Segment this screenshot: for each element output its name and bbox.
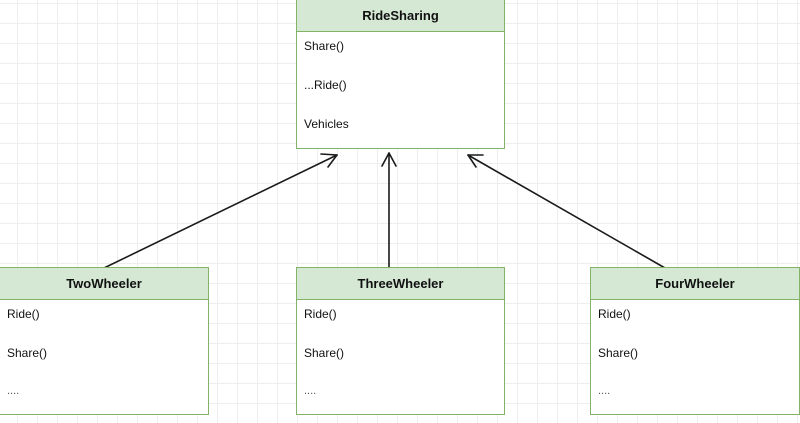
class-member: Share() xyxy=(7,346,48,360)
class-member: Ride() xyxy=(304,307,337,321)
class-title: FourWheeler xyxy=(591,268,799,300)
class-member: Share() xyxy=(304,346,345,360)
class-member: .... xyxy=(598,385,611,397)
class-title: RideSharing xyxy=(297,0,504,32)
class-ridesharing[interactable]: RideSharing Share() ...Ride() Vehicles xyxy=(296,0,505,149)
class-fourwheeler[interactable]: FourWheeler Ride() Share() .... xyxy=(590,267,800,415)
arrow-fourwheeler-to-ridesharing xyxy=(467,154,666,269)
class-threewheeler[interactable]: ThreeWheeler Ride() Share() .... xyxy=(296,267,505,415)
arrow-threewheeler-to-ridesharing xyxy=(381,152,397,269)
class-member: .... xyxy=(7,385,20,397)
class-member: Share() xyxy=(598,346,639,360)
class-twowheeler[interactable]: TwoWheeler Ride() Share() .... xyxy=(0,267,209,415)
class-member: Ride() xyxy=(7,307,40,321)
class-title: TwoWheeler xyxy=(0,268,208,300)
class-member: ...Ride() xyxy=(304,78,347,92)
arrow-twowheeler-to-ridesharing xyxy=(103,153,338,269)
class-title: ThreeWheeler xyxy=(297,268,504,300)
class-member: .... xyxy=(304,385,317,397)
class-member: Share() xyxy=(304,39,345,53)
class-member: Ride() xyxy=(598,307,631,321)
class-member: Vehicles xyxy=(304,117,349,131)
